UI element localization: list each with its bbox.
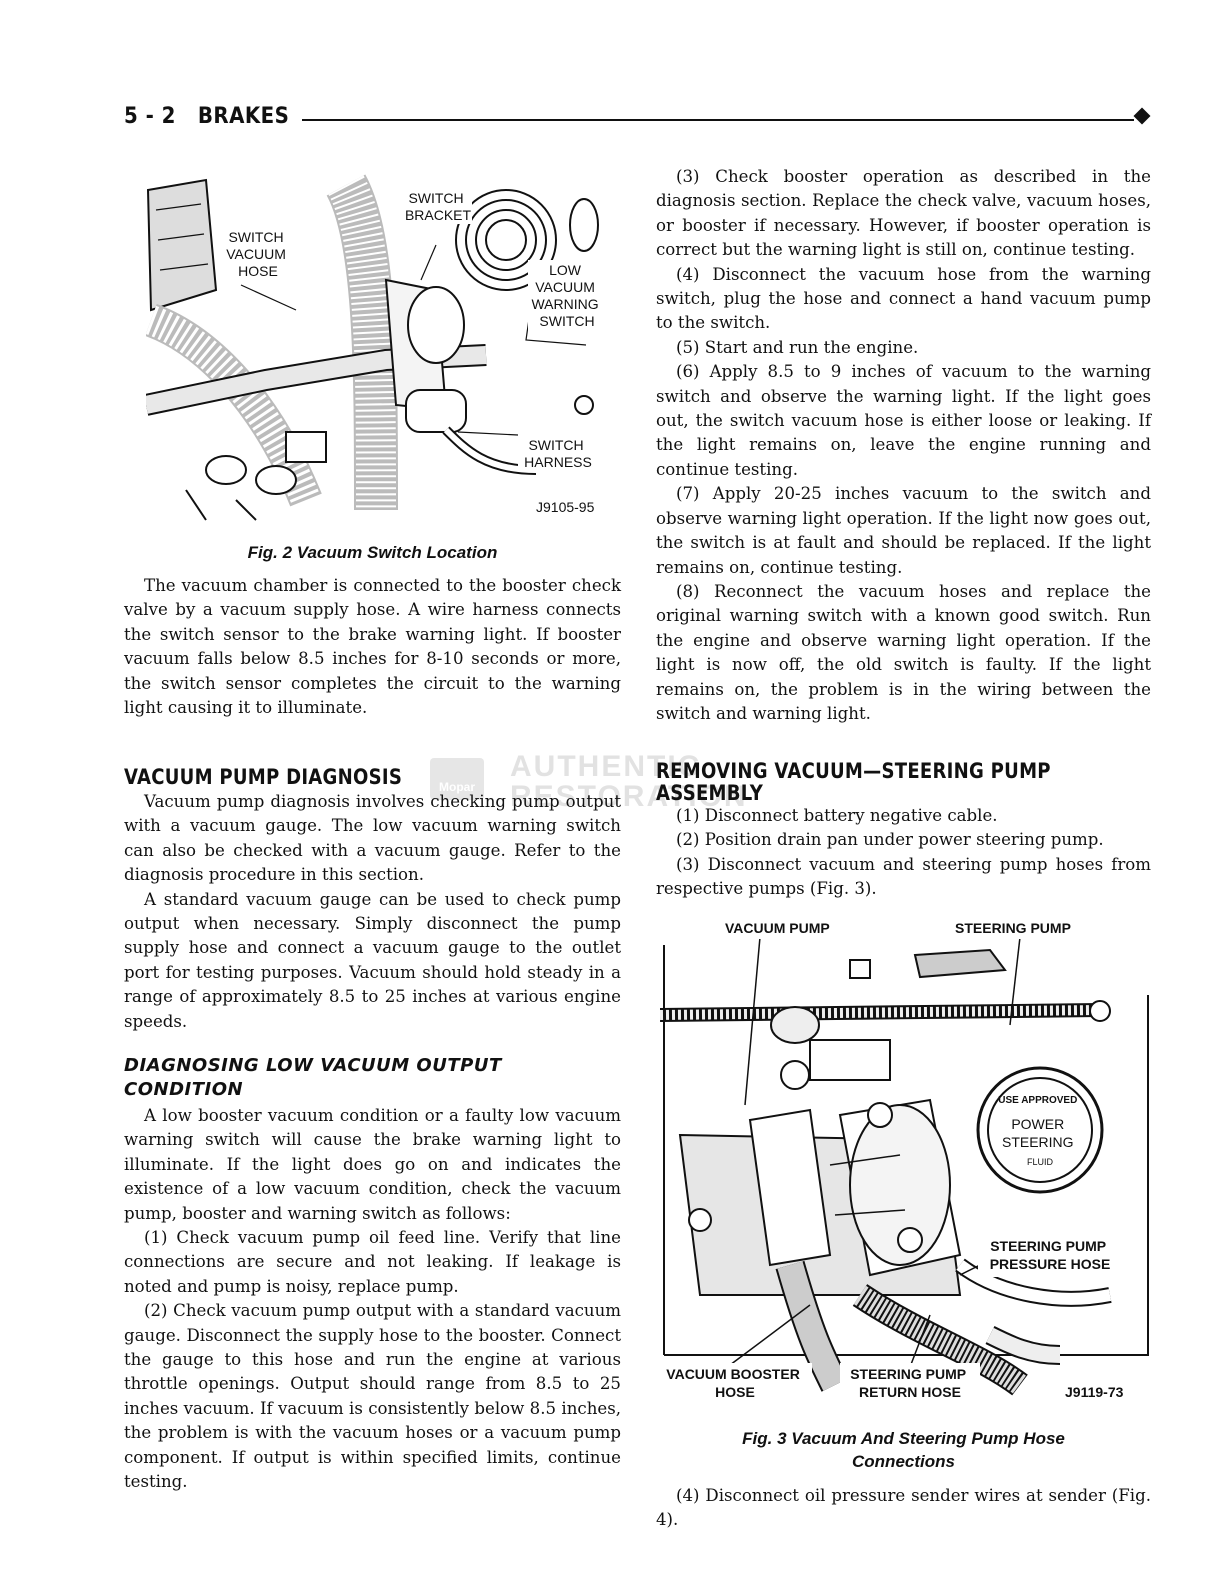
figure-caption: Fig. 3 Vacuum And Steering Pump Hose Con… [742,1429,1065,1471]
right-steps: (4) Disconnect oil pressure sender wires… [656,1486,1151,1530]
figure-vacuum-switch-location: SWITCH VACUUM HOSE SWITCH BRACKET LOW VA… [146,174,606,521]
label-switch-bracket: SWITCH BRACKET [405,190,472,223]
label-switch-harness: SWITCH HARNESS [524,437,592,470]
label-switch-vacuum-hose: SWITCH VACUUM HOSE [226,229,290,279]
page-header: 5 - 2 BRAKES [124,104,1154,136]
left-paragraph: A low booster vacuum condition or a faul… [124,1106,621,1492]
figure-caption: Fig. 2 Vacuum Switch Location [247,543,498,562]
label-steering-pressure-hose: STEERING PUMP PRESSURE HOSE [990,1238,1111,1272]
figure-code: J9119-73 [1065,1384,1124,1400]
figure-vacuum-steering-hoses: VACUUM PUMP STEERING PUMP USE APPROVED P… [660,917,1149,1405]
right-steps: (1) Disconnect battery negative cable. (… [656,806,1151,899]
header-rule [302,119,1134,121]
section-heading: VACUUM PUMP DIAGNOSIS [124,765,403,789]
diamond-icon [1133,107,1151,125]
label-low-vacuum-warning-switch: LOW VACUUM WARNING SWITCH [531,262,602,329]
subsection-heading: DIAGNOSING LOW VACUUM OUTPUT CONDITION [124,1055,502,1100]
label-steering-pump: STEERING PUMP [955,920,1071,936]
right-paragraphs: (3) Check booster operation as described… [656,167,1151,723]
figure-code: J9105-95 [536,499,595,515]
left-paragraph: The vacuum chamber is connected to the b… [124,576,621,718]
left-paragraph: Vacuum pump diagnosis involves checking … [124,792,621,1031]
power-steering-cap: USE APPROVED POWER STEERING FLUID [998,1090,1082,1167]
label-vacuum-pump: VACUUM PUMP [725,920,830,936]
header-title: 5 - 2 BRAKES [124,104,290,129]
label-vacuum-booster-hose: VACUUM BOOSTER HOSE [666,1366,803,1400]
label-steering-return-hose: STEERING PUMP RETURN HOSE [850,1366,970,1400]
section-heading: REMOVING VACUUM—STEERING PUMP ASSEMBLY [656,759,1051,805]
